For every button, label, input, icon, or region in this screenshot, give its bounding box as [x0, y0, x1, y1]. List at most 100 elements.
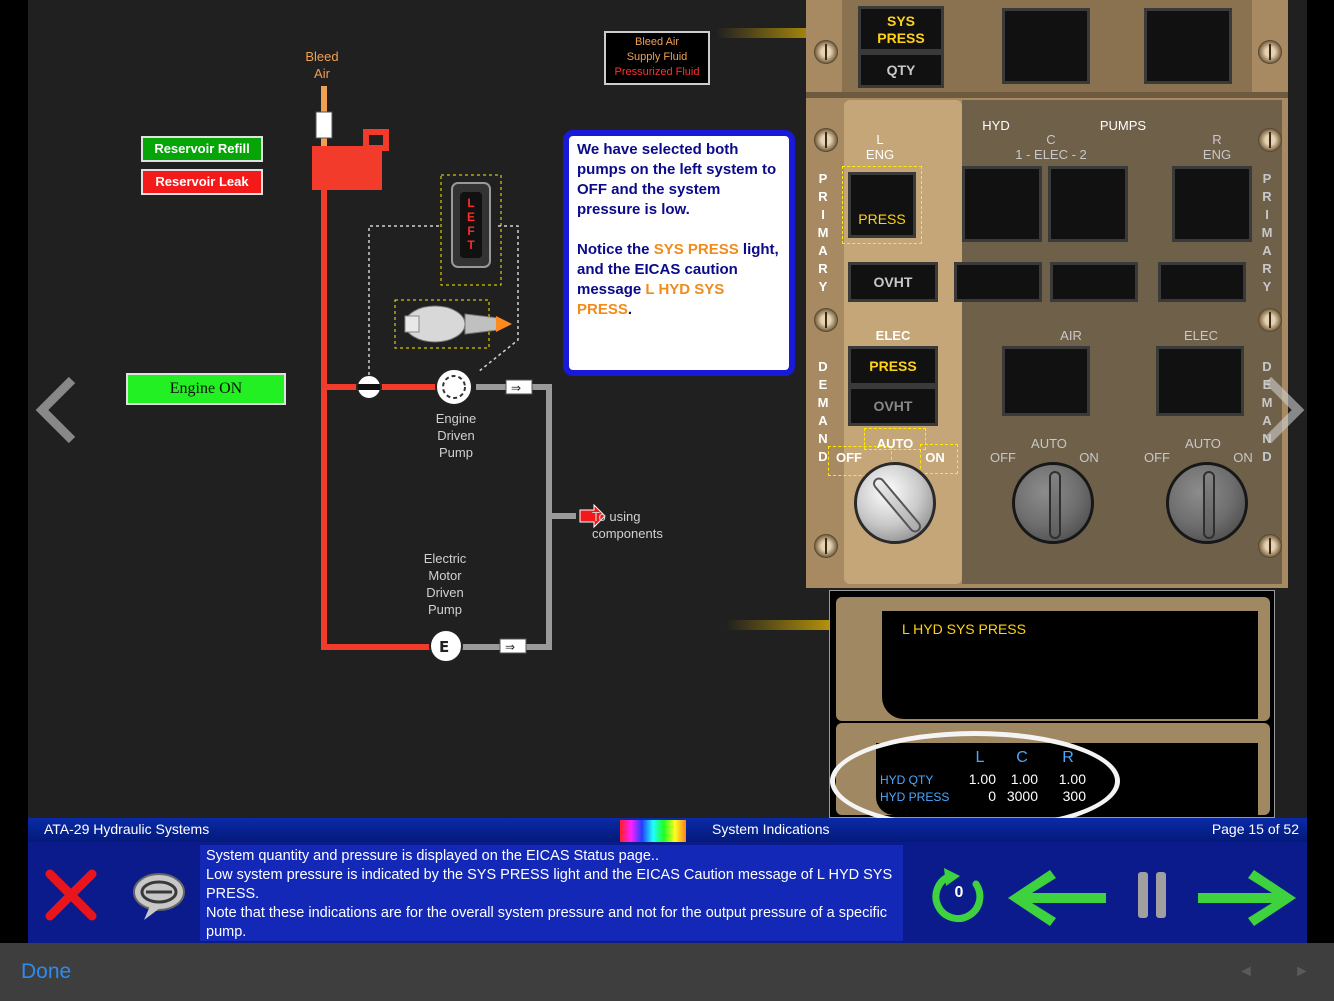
hyd-press-c: 3000	[1006, 788, 1038, 804]
on-label-left: ON	[925, 450, 945, 465]
arrow-to-eicas-caution	[726, 610, 876, 640]
engine-on-button[interactable]: Engine ON	[126, 373, 286, 405]
section-title: System Indications	[712, 821, 830, 837]
hyd-qty-label: HYD QTY	[880, 773, 934, 787]
course-control-bar: ATA-29 Hydraulic Systems System Indicati…	[28, 818, 1307, 943]
check-valve-edp	[505, 379, 533, 395]
hyd-press-l: 0	[988, 788, 996, 804]
demand-label-left: D E M A N D	[817, 359, 829, 464]
status-strip: ATA-29 Hydraulic Systems System Indicati…	[28, 818, 1307, 842]
bleed-air-label: Bleed Air	[305, 49, 339, 81]
description-text: System quantity and pressure is displaye…	[206, 848, 893, 940]
c1-elec-pump-switch[interactable]	[962, 166, 1042, 242]
c2-elec-pump-switch[interactable]	[1048, 166, 1128, 242]
note-paragraph-1: We have selected both pumps on the left …	[577, 141, 777, 218]
off-label-center: OFF	[990, 450, 1016, 465]
hyd-press-label: HYD PRESS	[880, 790, 950, 804]
page-description: System quantity and pressure is displaye…	[200, 845, 903, 941]
l-elec-press-light: PRESS	[848, 346, 938, 386]
hyd-qty-l: 1.00	[968, 771, 996, 787]
check-valve-emdp	[499, 638, 527, 654]
next-chevron-icon[interactable]	[1260, 376, 1307, 444]
c2-ovht-light	[1050, 262, 1138, 302]
flow-legend: Bleed Air Supply Fluid Pressurized Fluid	[604, 31, 710, 85]
replay-count: 0	[954, 884, 964, 901]
hyd-label: HYD	[982, 118, 1010, 133]
forward-arrow-icon[interactable]	[1194, 866, 1298, 930]
output-to-components-line	[552, 513, 576, 519]
viewer-toolbar: Done ◄ ►	[0, 943, 1334, 1001]
status-col-l: L	[975, 749, 985, 766]
screw-icon	[814, 40, 838, 64]
l-eng-pump-press-switch[interactable]: PRESS	[848, 172, 916, 238]
center-system-light	[1002, 8, 1090, 84]
hyd-qty-r: 1.00	[1058, 771, 1086, 787]
off-label-left: OFF	[836, 450, 862, 465]
screw-icon	[814, 308, 838, 332]
supply-line-left	[321, 190, 327, 650]
elec-label-left: ELEC	[875, 328, 911, 343]
right-system-light	[1144, 8, 1232, 84]
pumps-label: PUMPS	[1099, 118, 1147, 133]
back-arrow-icon[interactable]	[1006, 866, 1110, 930]
status-highlight-ring	[830, 731, 1120, 818]
edp-label: Engine Driven Pump	[435, 411, 477, 460]
screw-icon	[1258, 128, 1282, 152]
primary-label-left: P R I M A R Y	[817, 171, 829, 294]
pause-icon[interactable]	[1138, 872, 1148, 918]
replay-icon[interactable]	[930, 868, 988, 926]
air-pump-lights	[1002, 346, 1090, 416]
l-elec-pump-selector-knob[interactable]	[854, 462, 936, 544]
status-col-r: R	[1062, 749, 1074, 766]
air-label: AIR	[1060, 328, 1082, 343]
prev-page-icon[interactable]: ◄	[1238, 963, 1254, 980]
previous-chevron-icon[interactable]	[32, 376, 80, 444]
emdp-label: Electric Motor Driven Pump	[423, 551, 467, 617]
note-paragraph-2: Notice the SYS PRESS light, and the EICA…	[577, 241, 779, 318]
instruction-note: We have selected both pumps on the left …	[563, 130, 795, 376]
eicas-upper-screen: L HYD SYS PRESS	[882, 611, 1258, 719]
eicas-display-unit: L HYD SYS PRESS L C R HYD QTY HYD PRESS …	[829, 590, 1275, 818]
overhead-hydraulic-panel: SYS PRESS QTY HYD PUMPS L ENG C 1 - ELEC…	[806, 0, 1288, 588]
r-ovht-light	[1158, 262, 1246, 302]
screw-icon	[1258, 40, 1282, 64]
bleed-air-valve	[315, 111, 333, 139]
c1-ovht-light	[954, 262, 1042, 302]
output-manifold	[546, 384, 552, 650]
pause-icon-bar	[1156, 872, 1166, 918]
elec-label-right: ELEC	[1184, 328, 1218, 343]
reservoir-fill-cap	[363, 129, 389, 151]
eicas-caution-message: L HYD SYS PRESS	[902, 621, 1026, 637]
next-page-icon[interactable]: ►	[1294, 963, 1310, 980]
close-icon[interactable]	[44, 868, 98, 922]
qty-button[interactable]: QTY	[858, 52, 944, 88]
arrow-to-sys-press	[716, 18, 864, 48]
c-elec-label: C 1 - ELEC - 2	[1015, 132, 1087, 162]
done-button[interactable]: Done	[21, 960, 72, 983]
reservoir-leak-button[interactable]: Reservoir Leak	[141, 169, 263, 195]
svg-text:⇒: ⇒	[511, 381, 521, 395]
emdp-suction-line	[321, 644, 441, 650]
course-title: ATA-29 Hydraulic Systems	[44, 821, 210, 837]
to-components-arrow	[579, 503, 606, 529]
r-elec-pump-selector-knob[interactable]	[1166, 462, 1248, 544]
screw-icon	[814, 534, 838, 558]
to-using-components-label: To using components	[592, 509, 663, 541]
screw-icon	[814, 128, 838, 152]
legend-bleed-air: Bleed Air	[634, 36, 680, 48]
screw-icon	[1258, 534, 1282, 558]
hydraulic-schematic: ⇒ ⇒ E	[312, 86, 606, 663]
on-label-center: ON	[1079, 450, 1099, 465]
l-eng-ovht-light: OVHT	[848, 262, 938, 302]
r-eng-pump-switch[interactable]	[1172, 166, 1252, 242]
auto-label-left: AUTO	[876, 436, 914, 451]
reservoir-refill-button[interactable]: Reservoir Refill	[141, 136, 263, 162]
legend-pressurized-fluid: Pressurized Fluid	[614, 66, 700, 78]
primary-label-right: P R I M A R Y	[1261, 171, 1273, 294]
page-indicator: Page 15 of 52	[1211, 821, 1299, 837]
legend-supply-fluid: Supply Fluid	[626, 51, 688, 63]
svg-text:E: E	[439, 638, 449, 656]
c-air-pump-selector-knob[interactable]	[1012, 462, 1094, 544]
speech-bubble-icon[interactable]	[130, 870, 188, 922]
lever-highlight	[440, 174, 502, 286]
